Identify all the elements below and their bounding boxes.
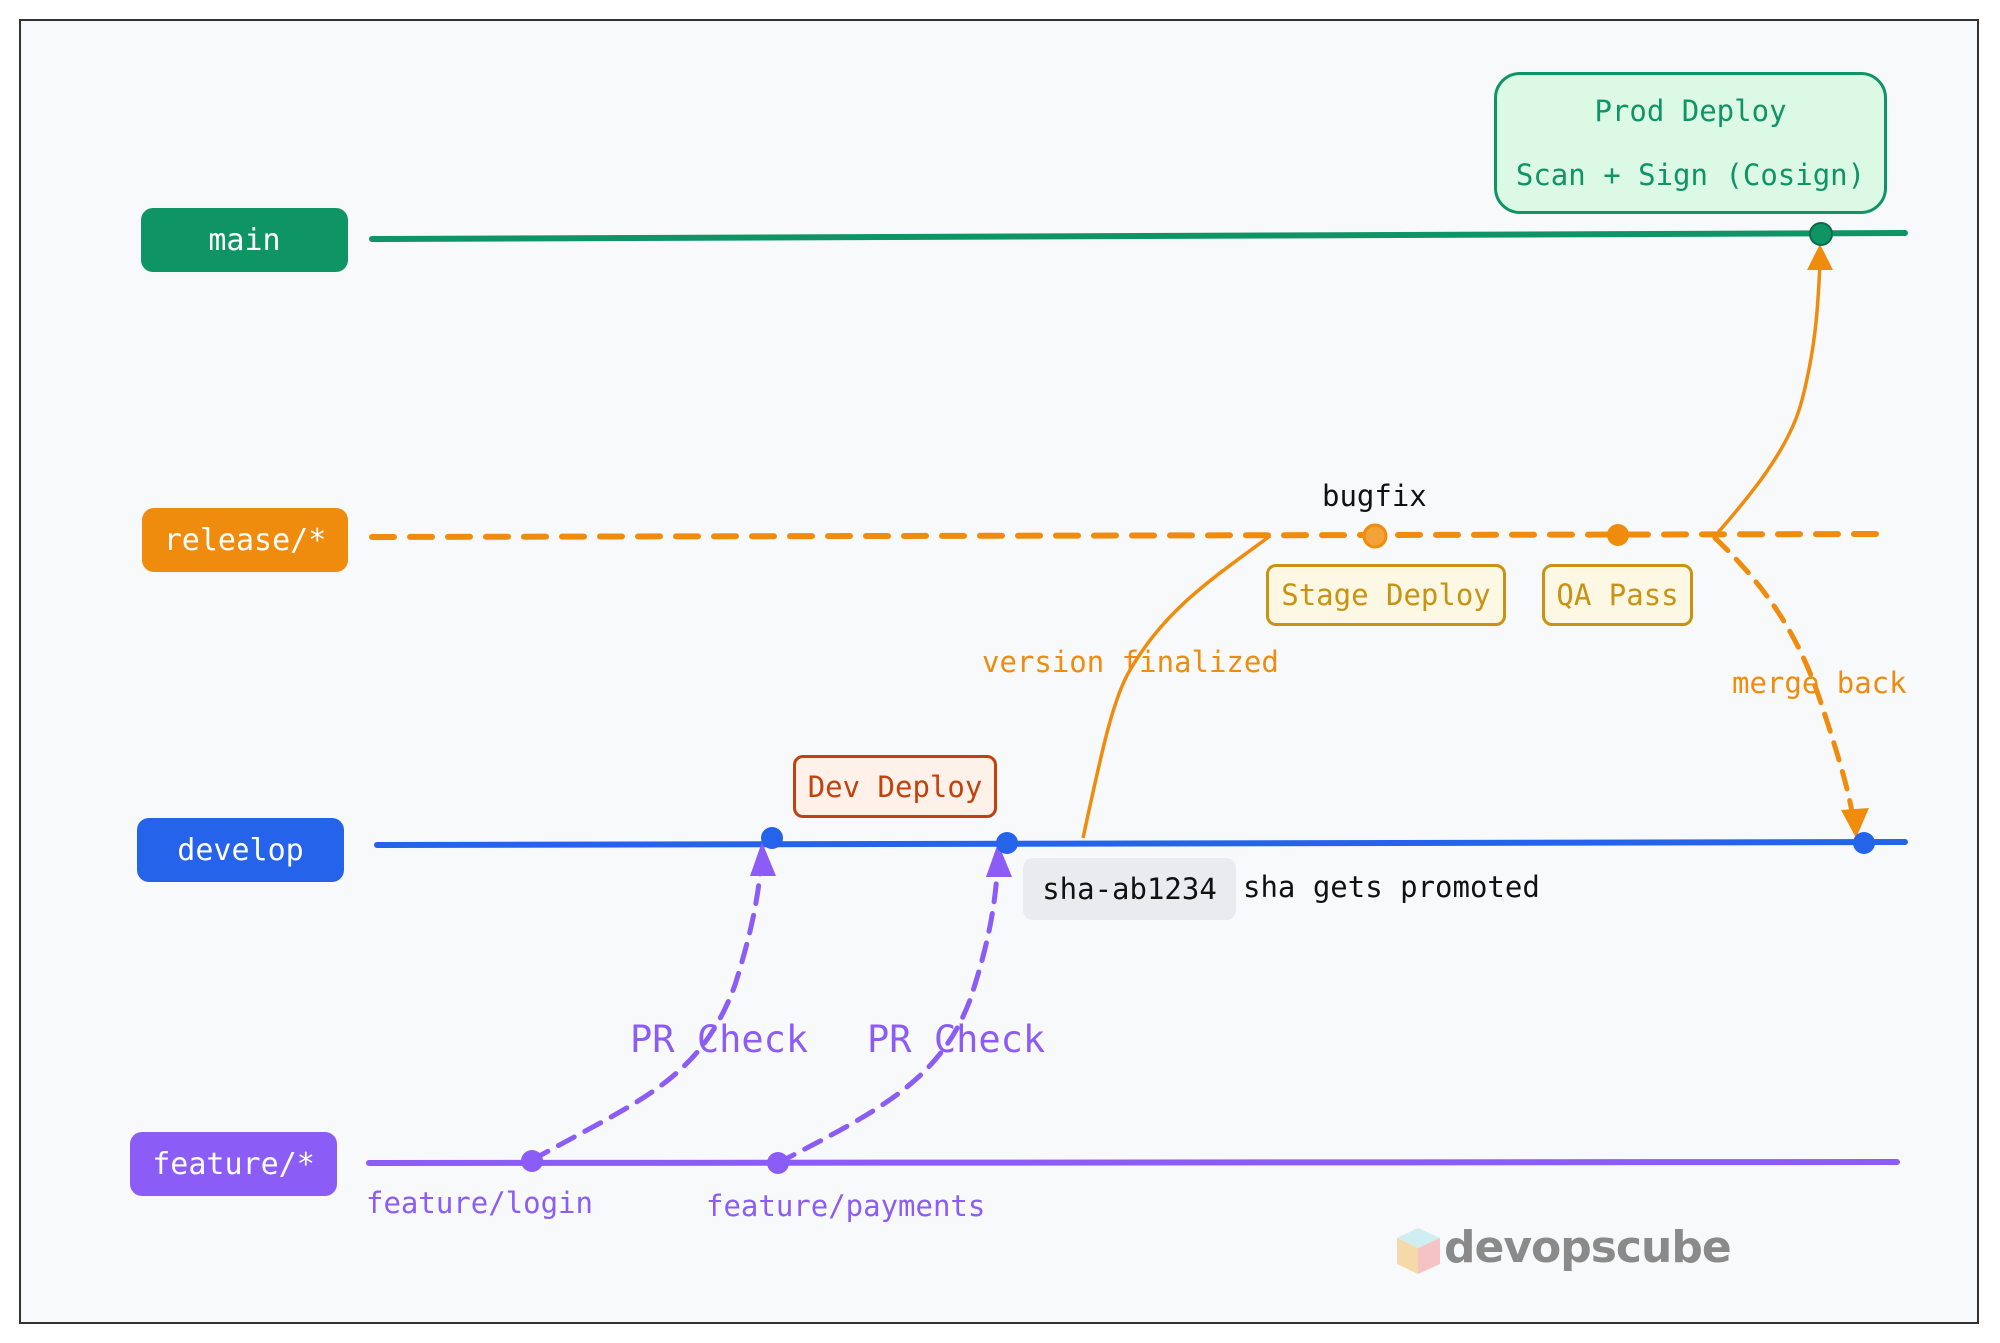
feature-commit-dot-login: [521, 1150, 543, 1172]
version-finalized-path: [1081, 534, 1272, 839]
branch-label-feature: feature/*: [130, 1132, 337, 1196]
release-branch-line: [369, 531, 1888, 540]
merge-back-path: [1712, 535, 1855, 815]
merge-back-arrowhead: [1841, 808, 1869, 838]
sha-note-label: sha gets promoted: [1243, 870, 1540, 904]
develop-branch-line: [374, 839, 1908, 848]
devopscube-logo-icon: [1397, 1228, 1440, 1274]
bugfix-label: bugfix: [1322, 479, 1427, 513]
feature-payments-label: feature/payments: [706, 1189, 986, 1223]
qa-pass-box: QA Pass: [1542, 564, 1693, 626]
sha-badge: sha-ab1234: [1023, 858, 1236, 920]
prod-deploy-box: Prod Deploy Scan + Sign (Cosign): [1494, 72, 1887, 214]
pr-check-arrow-1: [529, 852, 765, 1163]
pr-check-label-1: PR Check: [630, 1018, 809, 1061]
release-to-main-path: [1713, 261, 1822, 538]
prod-deploy-subtitle: Scan + Sign (Cosign): [1515, 158, 1866, 192]
branch-label-develop: develop: [137, 818, 344, 882]
release-to-main-arrowhead: [1807, 244, 1833, 270]
develop-commit-dot-1: [761, 827, 783, 849]
develop-commit-dot-2: [996, 832, 1018, 854]
develop-merge-dot: [1853, 832, 1875, 854]
main-commit-dot: [1809, 222, 1833, 246]
release-bugfix-dot: [1362, 523, 1388, 549]
devopscube-logo-text: devopscube: [1444, 1222, 1732, 1273]
pr-check-arrow-2: [775, 855, 1001, 1166]
feature-branch-line: [366, 1159, 1900, 1166]
prod-deploy-title: Prod Deploy: [1594, 94, 1787, 128]
pr-check-arrowhead-1: [750, 842, 776, 876]
dev-deploy-box: Dev Deploy: [793, 755, 997, 818]
release-qa-dot: [1607, 524, 1629, 546]
branch-label-release: release/*: [142, 508, 348, 572]
pr-check-arrowhead-2: [986, 843, 1012, 877]
version-finalized-label: version finalized: [982, 645, 1279, 679]
stage-deploy-box: Stage Deploy: [1266, 564, 1506, 626]
feature-login-label: feature/login: [366, 1186, 593, 1220]
main-branch-line: [369, 230, 1908, 242]
merge-back-label: merge back: [1732, 666, 1907, 700]
branch-label-main: main: [141, 208, 348, 272]
feature-commit-dot-payments: [767, 1152, 789, 1174]
pr-check-label-2: PR Check: [867, 1018, 1046, 1061]
